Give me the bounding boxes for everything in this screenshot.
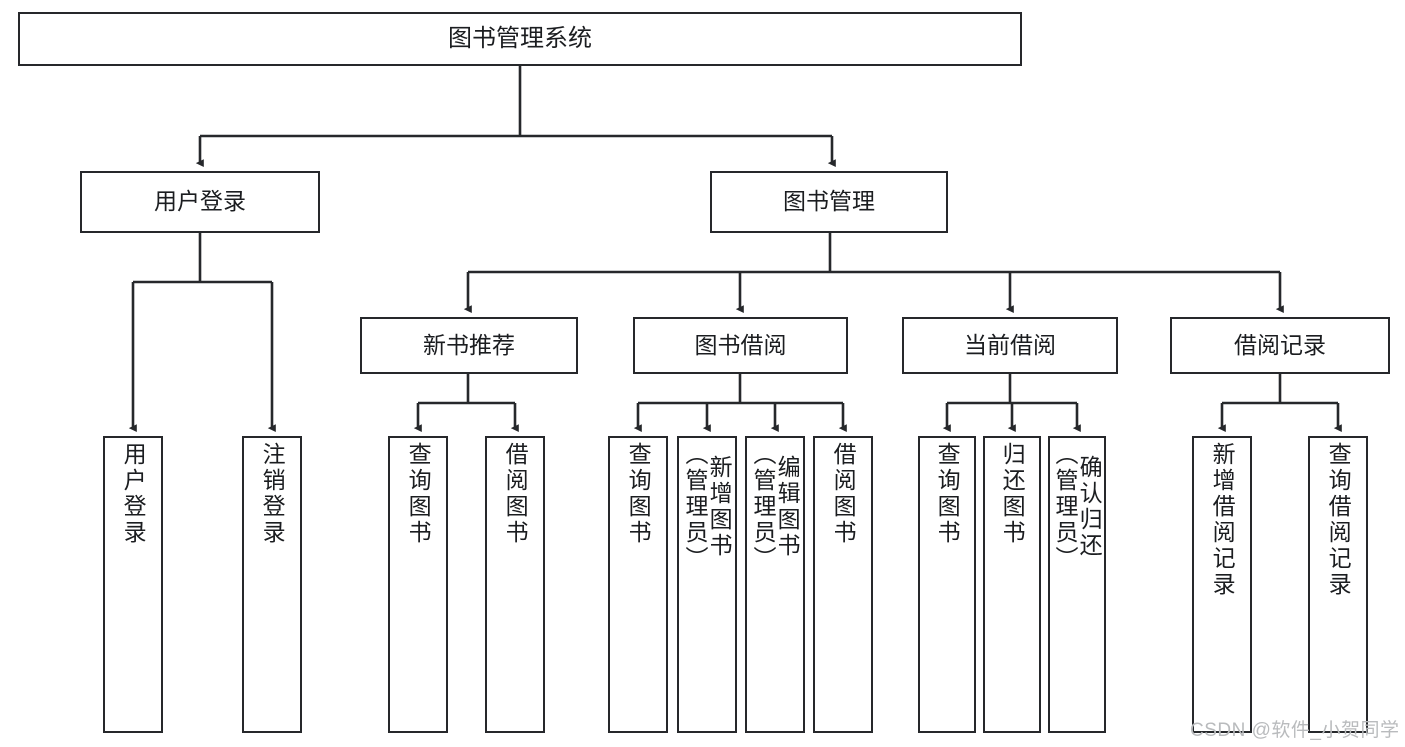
node-leaf-borrow-borrow-book-label: 借阅图书 (830, 442, 857, 546)
node-user-login-label: 用户登录 (154, 188, 246, 215)
node-leaf-user-login-label: 用户登录 (120, 442, 147, 546)
node-book-manage[interactable]: 图书管理 (710, 171, 948, 233)
node-current-borrow[interactable]: 当前借阅 (902, 317, 1118, 374)
node-leaf-rec-query-record-label: 查询借阅记录 (1325, 442, 1352, 598)
node-leaf-borrow-edit-book[interactable]: 编辑图书 （管理员） (745, 436, 805, 733)
node-leaf-cur-query-book[interactable]: 查询图书 (918, 436, 976, 733)
node-leaf-borrow-borrow-book[interactable]: 借阅图书 (813, 436, 873, 733)
node-leaf-rec-query-record[interactable]: 查询借阅记录 (1308, 436, 1368, 733)
node-new-book-rec[interactable]: 新书推荐 (360, 317, 578, 374)
node-leaf-borrow-query-book[interactable]: 查询图书 (608, 436, 668, 733)
node-book-borrow-label: 图书借阅 (694, 331, 787, 358)
node-borrow-record[interactable]: 借阅记录 (1170, 317, 1390, 374)
node-leaf-rec-borrow-book[interactable]: 借阅图书 (485, 436, 545, 733)
node-leaf-cur-confirm-return[interactable]: 确认归还 （管理员） (1048, 436, 1106, 733)
node-leaf-user-login[interactable]: 用户登录 (103, 436, 163, 733)
node-leaf-rec-query-book-label: 查询图书 (405, 442, 432, 546)
node-leaf-borrow-edit-book-label: 编辑图书 （管理员） (750, 442, 801, 572)
node-leaf-borrow-add-book[interactable]: 新增图书 （管理员） (677, 436, 737, 733)
node-root[interactable]: 图书管理系统 (18, 12, 1022, 66)
node-leaf-rec-borrow-book-label: 借阅图书 (502, 442, 529, 546)
node-leaf-cur-confirm-return-label: 确认归还 （管理员） (1052, 442, 1103, 572)
node-user-login[interactable]: 用户登录 (80, 171, 320, 233)
node-leaf-cur-return-book-label: 归还图书 (999, 442, 1026, 546)
node-leaf-cur-query-book-label: 查询图书 (934, 442, 961, 546)
node-leaf-rec-query-book[interactable]: 查询图书 (388, 436, 448, 733)
node-root-label: 图书管理系统 (448, 24, 592, 52)
node-book-borrow[interactable]: 图书借阅 (633, 317, 848, 374)
node-leaf-user-logout[interactable]: 注销登录 (242, 436, 302, 733)
node-leaf-cur-return-book[interactable]: 归还图书 (983, 436, 1041, 733)
node-leaf-borrow-query-book-label: 查询图书 (625, 442, 652, 546)
node-leaf-rec-add-record[interactable]: 新增借阅记录 (1192, 436, 1252, 733)
node-leaf-borrow-add-book-label: 新增图书 （管理员） (682, 442, 733, 572)
node-leaf-rec-add-record-label: 新增借阅记录 (1209, 442, 1236, 598)
node-borrow-record-label: 借阅记录 (1234, 331, 1326, 358)
node-leaf-user-logout-label: 注销登录 (259, 442, 286, 546)
node-new-book-rec-label: 新书推荐 (423, 331, 515, 358)
node-book-manage-label: 图书管理 (783, 188, 875, 215)
node-current-borrow-label: 当前借阅 (964, 331, 1056, 358)
